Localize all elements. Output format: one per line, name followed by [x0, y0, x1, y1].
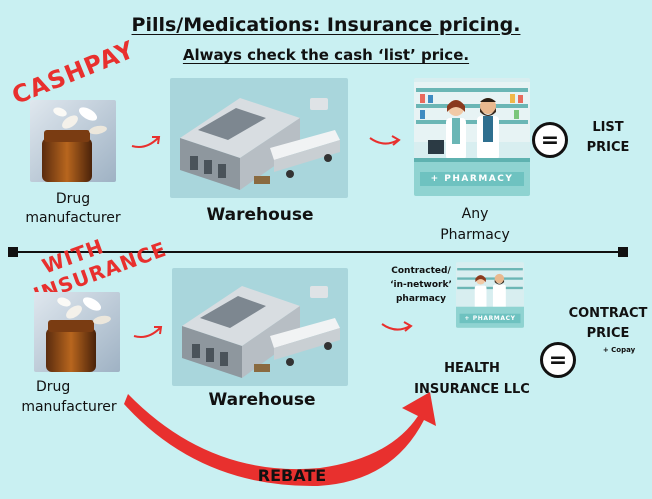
rebate-label: REBATE	[257, 466, 327, 485]
any-pharmacy-line2: Pharmacy	[440, 227, 510, 243]
warehouse-label-2: Warehouse	[208, 390, 316, 410]
warehouse-image	[170, 78, 348, 198]
pill-bottle-image	[30, 100, 116, 182]
arrow-to-warehouse-2	[133, 326, 163, 338]
equals-symbol-cashpay: =	[532, 122, 568, 158]
health-insurance-label: HEALTH INSURANCE LLC	[410, 358, 534, 400]
any-pharmacy-line1: Any	[461, 206, 489, 222]
drug-manufacturer-line2: manufacturer	[25, 210, 121, 226]
contract-price-line2: PRICE	[586, 326, 630, 341]
contracted-pharmacy-line3: pharmacy	[395, 294, 446, 304]
contracted-pharmacy-line1: Contracted/	[391, 266, 451, 276]
drug-manufacturer-2-line2: manufacturer	[21, 399, 117, 415]
arrow-to-warehouse	[131, 136, 161, 148]
pharmacy-image-2: + PHARMACY	[456, 262, 524, 328]
drug-manufacturer-2-line1: Drug	[36, 379, 71, 395]
health-insurance-line1: HEALTH	[444, 361, 500, 376]
health-insurance-line2: INSURANCE LLC	[414, 382, 530, 397]
page-title: Pills/Medications: Insurance pricing.	[131, 14, 521, 36]
pharmacy-sign-2: + PHARMACY	[464, 315, 516, 322]
contract-price-label: CONTRACT PRICE	[566, 304, 650, 344]
copay-note: + Copay	[602, 346, 636, 354]
divider-end-left	[8, 247, 18, 257]
drug-manufacturer-label: Drug manufacturer	[14, 190, 132, 228]
divider-line	[12, 251, 624, 253]
pharmacy-sign: + PHARMACY	[430, 174, 514, 184]
list-price-line1: LIST	[592, 120, 624, 135]
pharmacy-image: + PHARMACY	[414, 78, 530, 196]
drug-manufacturer-line1: Drug	[55, 191, 91, 207]
warehouse-label: Warehouse	[206, 205, 314, 225]
any-pharmacy-label: Any Pharmacy	[430, 204, 520, 246]
arrow-to-pharmacy-2	[381, 321, 413, 332]
equals-symbol-insurance: =	[540, 342, 576, 378]
drug-manufacturer-label-2: Drug manufacturer	[10, 377, 128, 417]
warehouse-image-2	[172, 268, 348, 386]
contracted-pharmacy-line2: ‘in-network’	[390, 280, 452, 290]
list-price-line2: PRICE	[586, 140, 630, 155]
list-price-label: LIST PRICE	[580, 118, 636, 158]
arrow-to-pharmacy	[369, 135, 401, 146]
divider-end-right	[618, 247, 628, 257]
contracted-pharmacy-label: Contracted/ ‘in-network’ pharmacy	[378, 264, 464, 306]
contract-price-line1: CONTRACT	[568, 306, 648, 321]
page-subtitle: Always check the cash ‘list’ price.	[182, 46, 470, 64]
pill-bottle-image-2	[34, 292, 120, 372]
